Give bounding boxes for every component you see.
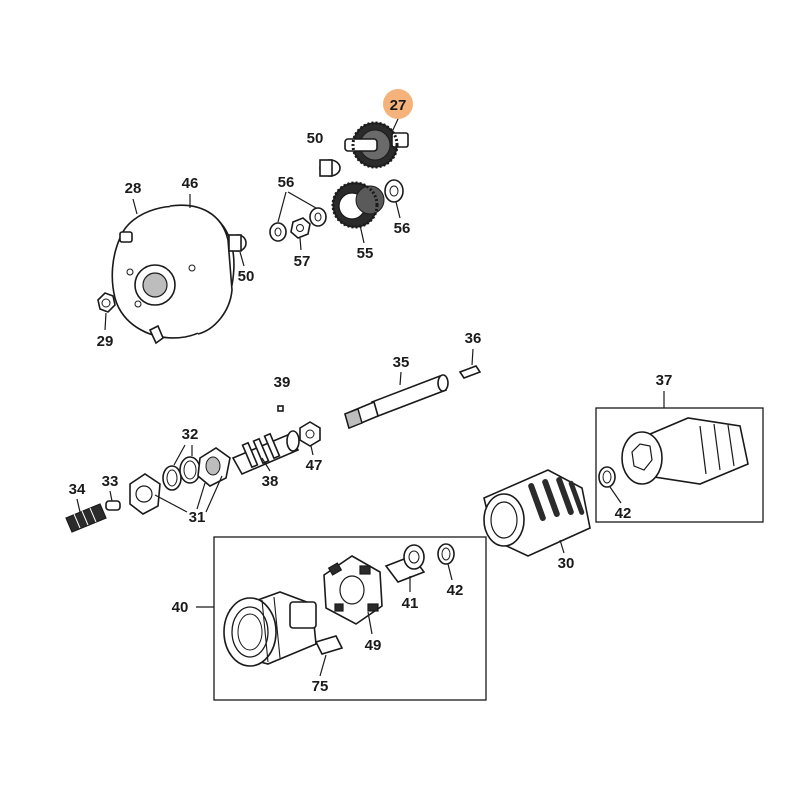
gear-housing-28[interactable] — [111, 204, 235, 345]
callout-32[interactable]: 32 — [182, 426, 199, 443]
washer-29[interactable] — [97, 292, 116, 313]
gear-55[interactable] — [331, 181, 385, 229]
sleeve-30[interactable] — [483, 469, 591, 557]
retainer-31[interactable] — [197, 447, 231, 487]
callout-75[interactable]: 75 — [312, 678, 329, 695]
callout-35[interactable]: 35 — [393, 354, 410, 371]
callout-41[interactable]: 41 — [402, 595, 419, 612]
callout-33[interactable]: 33 — [102, 473, 119, 490]
bushing-50-housing[interactable] — [228, 234, 247, 252]
extension-bar-35[interactable] — [344, 374, 449, 430]
washer-56-right[interactable] — [384, 179, 404, 203]
callout-57[interactable]: 57 — [294, 253, 311, 270]
front-housing-40[interactable] — [223, 591, 317, 667]
callout-27[interactable]: 27 — [383, 89, 413, 119]
pin-39[interactable] — [277, 405, 284, 412]
callout-36[interactable]: 36 — [465, 330, 482, 347]
key-75[interactable] — [314, 635, 344, 655]
washer-56-mid[interactable] — [309, 207, 327, 227]
spindle-38[interactable] — [231, 430, 300, 476]
callout-29[interactable]: 29 — [97, 333, 114, 350]
assembly-box-37 — [595, 407, 764, 523]
callout-42-box[interactable]: 42 — [615, 505, 632, 522]
callout-34[interactable]: 34 — [69, 481, 86, 498]
callout-47[interactable]: 47 — [306, 457, 323, 474]
callout-40[interactable]: 40 — [172, 599, 189, 616]
callout-27-label: 27 — [390, 97, 407, 114]
bushing-50-top[interactable] — [319, 159, 341, 177]
callout-55[interactable]: 55 — [357, 245, 374, 262]
callout-49[interactable]: 49 — [365, 637, 382, 654]
ring-42-box[interactable] — [598, 466, 616, 488]
callout-38[interactable]: 38 — [262, 473, 279, 490]
anvil-41[interactable] — [384, 544, 426, 583]
seal-32-b[interactable] — [179, 456, 201, 484]
callout-56-left[interactable]: 56 — [278, 174, 295, 191]
gear-27[interactable] — [344, 121, 409, 169]
bit-36[interactable] — [458, 365, 482, 379]
callout-31[interactable]: 31 — [189, 509, 206, 526]
nut-47[interactable] — [299, 421, 321, 447]
hammer-cage-49[interactable] — [323, 555, 383, 625]
washer-56-left[interactable] — [269, 222, 287, 242]
seal-32-a[interactable] — [162, 465, 182, 491]
assembly-box-40 — [213, 536, 487, 701]
callout-50-housing[interactable]: 50 — [238, 268, 255, 285]
spring-34[interactable] — [65, 503, 107, 533]
callout-37[interactable]: 37 — [656, 372, 673, 389]
callout-39[interactable]: 39 — [274, 374, 291, 391]
collar-31[interactable] — [129, 473, 161, 515]
callout-56-right[interactable]: 56 — [394, 220, 411, 237]
callout-50-top[interactable]: 50 — [307, 130, 324, 147]
plug-33[interactable] — [105, 500, 121, 511]
callout-28[interactable]: 28 — [125, 180, 142, 197]
callout-42[interactable]: 42 — [447, 582, 464, 599]
ring-42[interactable] — [437, 543, 455, 565]
socket-adapter-37[interactable] — [621, 417, 749, 485]
callout-30[interactable]: 30 — [558, 555, 575, 572]
callout-46[interactable]: 46 — [182, 175, 199, 192]
nut-57[interactable] — [290, 217, 311, 239]
highlight-marker — [383, 89, 413, 119]
